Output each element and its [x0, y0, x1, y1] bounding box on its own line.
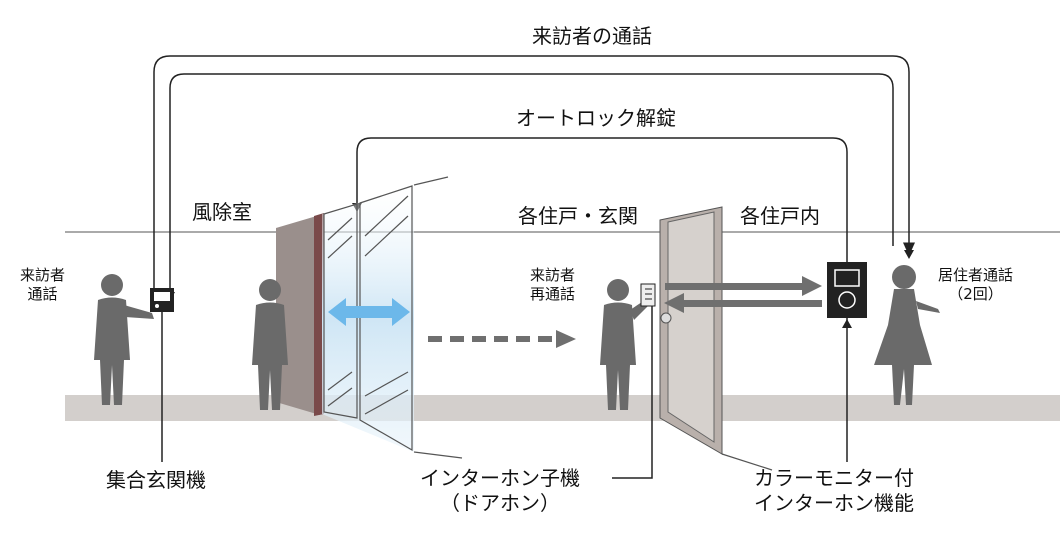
glass-door-panel	[322, 185, 414, 452]
color-monitor-label: カラーモニター付 インターホン機能	[754, 466, 914, 515]
door-intercom-label: インターホン子機 （ドアホン）	[420, 466, 580, 515]
entrance-label: 各住戸・玄関	[518, 204, 638, 228]
visitor-call-left-label: 来訪者 通話	[20, 266, 66, 303]
inside-unit-label: 各住戸内	[740, 204, 820, 228]
visitor-figure-left	[94, 274, 154, 405]
visitor-call-route-line-inner	[169, 73, 894, 292]
vestibule-label: 風除室	[192, 200, 252, 224]
door-intercom-icon	[640, 283, 672, 324]
call-arrow-right	[665, 276, 822, 296]
visitor-call-route-line	[153, 55, 915, 292]
double-arrow-icon	[328, 298, 410, 326]
call-arrow-left	[664, 293, 822, 313]
visitor-call-route-label: 来訪者の通話	[532, 24, 652, 48]
auto-lock-route-line	[356, 137, 848, 262]
dashed-arrow-icon	[428, 330, 576, 348]
entrance-panel-label: 集合玄関機	[106, 468, 206, 492]
visitor-recall-label: 来訪者 再通話	[530, 266, 576, 303]
monitor-icon	[827, 262, 867, 318]
intercom-panel-icon	[150, 288, 174, 312]
resident-figure	[874, 265, 940, 405]
resident-call-label: 居住者通話 （2回）	[938, 266, 1014, 303]
auto-lock-release-label: オートロック解錠	[516, 106, 676, 130]
